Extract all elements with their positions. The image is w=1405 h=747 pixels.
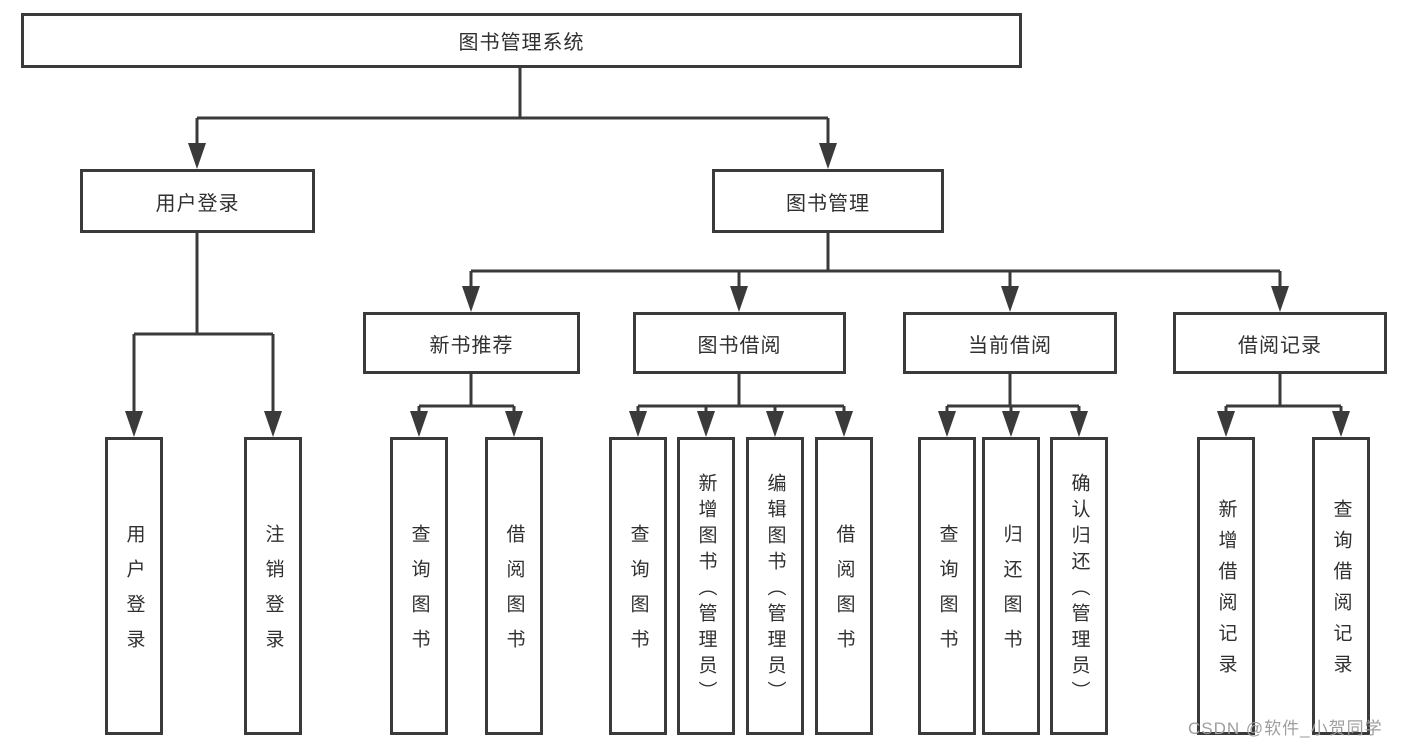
node-current-borrow-label: 当前借阅 — [968, 334, 1052, 357]
leaf-cb-confirm-return-admin: 确认归还（管理员） — [1050, 437, 1108, 735]
leaf-bb-borrow-books: 借阅图书 — [815, 437, 873, 735]
node-book-management: 图书管理 — [712, 169, 944, 233]
node-borrow-records-label: 借阅记录 — [1238, 334, 1322, 357]
leaf-cb-return-books-label: 归还图书 — [1000, 524, 1022, 664]
leaf-rec-query-books-label: 查询图书 — [408, 524, 430, 664]
leaf-bb-add-books-admin-label: 新增图书（管理员） — [695, 472, 717, 707]
leaf-br-query-record-label: 查询借阅记录 — [1330, 499, 1352, 685]
leaf-cb-query-books-label: 查询图书 — [936, 524, 958, 664]
leaf-logout: 注销登录 — [244, 437, 302, 735]
leaf-rec-query-books: 查询图书 — [390, 437, 448, 735]
node-new-book-recommend-label: 新书推荐 — [429, 334, 514, 357]
arrowhead-icons — [125, 143, 1350, 437]
leaf-user-login: 用户登录 — [105, 437, 163, 735]
node-book-management-label: 图书管理 — [786, 192, 870, 215]
node-root-system-label: 图书管理系统 — [458, 32, 585, 54]
leaf-br-add-record-label: 新增借阅记录 — [1215, 499, 1237, 685]
leaf-bb-query-books: 查询图书 — [609, 437, 667, 735]
leaf-rec-borrow-books: 借阅图书 — [485, 437, 543, 735]
leaf-rec-borrow-books-label: 借阅图书 — [503, 524, 525, 664]
node-book-borrow: 图书借阅 — [633, 312, 846, 374]
node-current-borrow: 当前借阅 — [903, 312, 1117, 374]
leaf-cb-return-books: 归还图书 — [982, 437, 1040, 735]
node-borrow-records: 借阅记录 — [1173, 312, 1387, 374]
leaf-user-login-label: 用户登录 — [123, 524, 145, 664]
leaf-bb-borrow-books-label: 借阅图书 — [833, 524, 855, 664]
watermark: CSDN @软件_小贺同学 — [1188, 719, 1383, 738]
leaf-br-query-record: 查询借阅记录 — [1312, 437, 1370, 735]
node-root-system: 图书管理系统 — [21, 13, 1022, 68]
node-user-login-label: 用户登录 — [155, 192, 240, 215]
node-new-book-recommend: 新书推荐 — [363, 312, 580, 374]
node-user-login: 用户登录 — [80, 169, 315, 233]
leaf-cb-query-books: 查询图书 — [918, 437, 976, 735]
leaf-logout-label: 注销登录 — [262, 524, 284, 664]
leaf-bb-edit-books-admin: 编辑图书（管理员） — [746, 437, 804, 735]
leaf-br-add-record: 新增借阅记录 — [1197, 437, 1255, 735]
leaf-bb-edit-books-admin-label: 编辑图书（管理员） — [764, 472, 786, 707]
leaf-cb-confirm-return-admin-label: 确认归还（管理员） — [1068, 472, 1090, 707]
node-book-borrow-label: 图书借阅 — [697, 334, 782, 357]
leaf-bb-query-books-label: 查询图书 — [627, 524, 649, 664]
leaf-bb-add-books-admin: 新增图书（管理员） — [677, 437, 735, 735]
